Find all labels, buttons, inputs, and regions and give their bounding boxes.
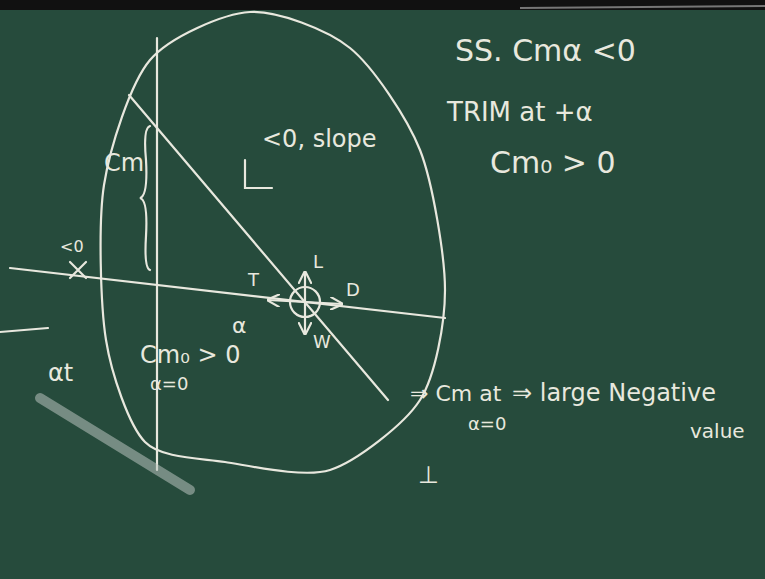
cm-alpha-line [129,95,388,400]
frame-edge [520,6,765,8]
alpha-axis [10,268,445,318]
drag-arrow [305,302,342,304]
cross-mark [70,262,86,278]
lift-arrow [304,272,306,302]
cm-axis [156,38,158,470]
chalk-label: α [232,314,247,338]
chalk-stroke [0,328,48,332]
chalk-label: ⊥ [418,462,439,488]
chalk-label: α=0 [150,374,188,394]
chalk-label: Cm₀ > 0 [140,342,240,368]
chalk-label: T [248,270,259,290]
right-angle-mark [245,160,272,188]
board-frame [0,0,765,10]
chalk-label: ⇒ large Negative [512,380,716,406]
chalk-label: L [313,252,323,272]
chalk-label: SS. Cmα <0 [455,34,636,67]
chalk-label: value [690,420,745,442]
chalk-label: αt [48,360,73,386]
chalk-label: α=0 [468,414,506,434]
eraser-smear [40,398,190,490]
enclosing-loop [101,12,445,473]
chalk-label: <0, slope [262,126,377,152]
chalk-label: ⇒ Cm at [410,382,501,406]
chalk-label: TRIM at +α [447,98,593,127]
chalk-label: D [346,280,360,300]
chalk-label: Cm₀ > 0 [490,146,616,179]
weight-arrow [304,302,306,334]
thrust-arrow [268,300,305,302]
chalk-label: Cm [104,150,144,176]
chalk-label: W [313,332,331,352]
chalk-label: <0 [60,238,84,256]
brace [140,126,150,270]
